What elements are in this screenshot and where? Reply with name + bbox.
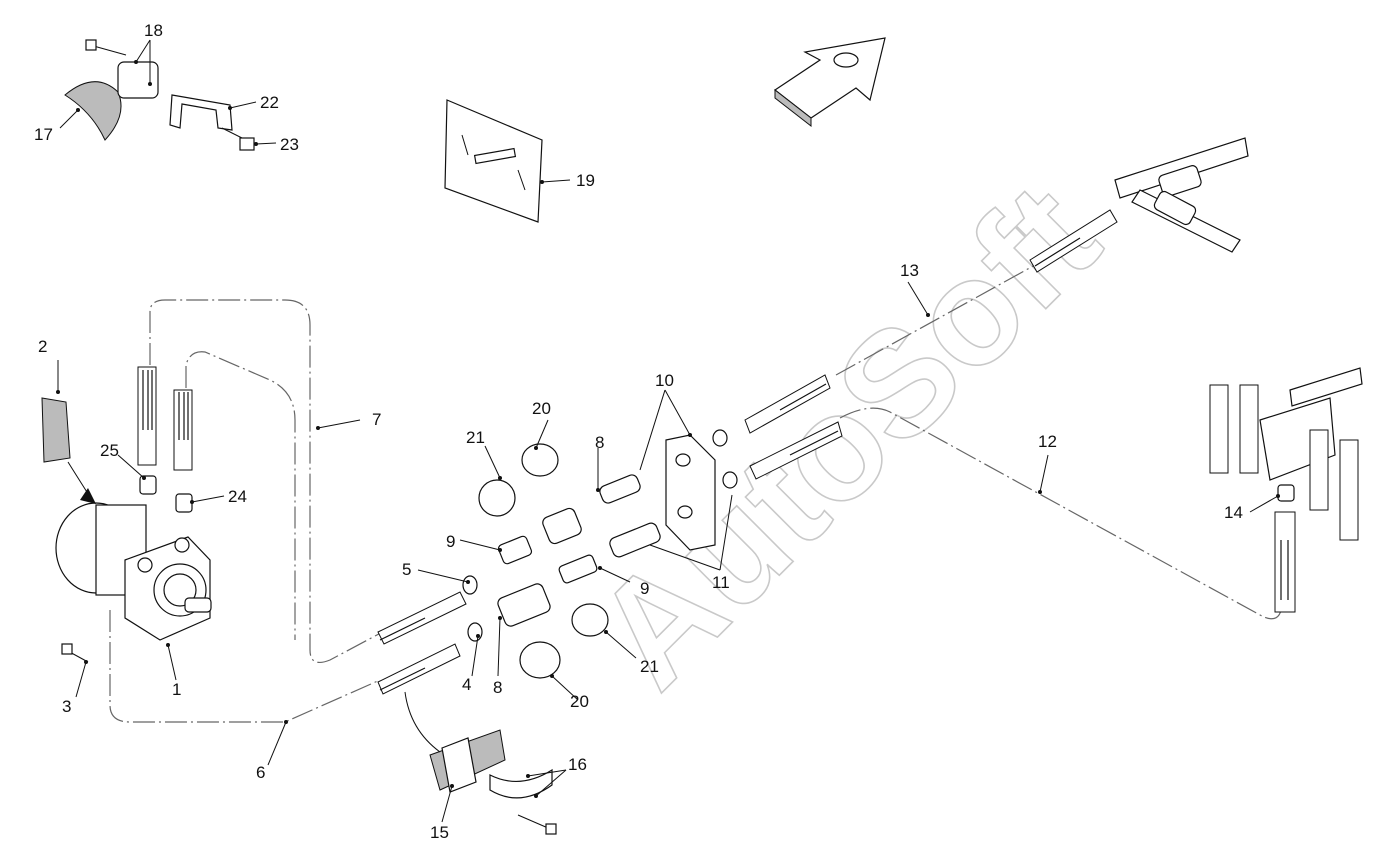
hose-13-route	[835, 264, 1036, 376]
coupler-8-upper	[542, 507, 582, 545]
callout-7: 7	[372, 410, 381, 429]
braided-hose-right-lower	[749, 421, 843, 480]
gasket-4	[467, 622, 483, 642]
hose-6-route	[109, 610, 381, 723]
adapter-14	[1277, 484, 1295, 502]
mounting-plate-19	[444, 99, 543, 223]
callout-4: 4	[462, 675, 471, 694]
callout-25: 25	[100, 441, 119, 460]
fitting-9-lower	[558, 554, 598, 584]
bolt-23	[221, 127, 255, 151]
hose-7b-route	[185, 351, 296, 640]
callout-5: 5	[402, 560, 411, 579]
coupler-8-lower	[497, 583, 551, 627]
braided-hose-13	[1029, 209, 1118, 273]
callout-9-left: 9	[446, 532, 455, 551]
callout-22: 22	[260, 93, 279, 112]
callout-17: 17	[34, 125, 53, 144]
callout-13: 13	[900, 261, 919, 280]
dust-cap-20-lower	[519, 641, 561, 679]
callout-16: 16	[568, 755, 587, 774]
adapter-24	[175, 493, 193, 513]
callout-1: 1	[172, 680, 181, 699]
braided-hose-left-upper	[377, 591, 467, 645]
callout-23: 23	[280, 135, 299, 154]
bracket-22	[169, 94, 233, 131]
callout-8-lower: 8	[493, 678, 502, 697]
callout-14: 14	[1224, 503, 1243, 522]
callout-12: 12	[1038, 432, 1057, 451]
callout-10: 10	[655, 371, 674, 390]
bulkhead-plate-10	[665, 434, 716, 551]
dust-cap-21-upper	[478, 479, 516, 517]
bolt-3	[61, 643, 89, 663]
hose-12-route	[839, 407, 1283, 620]
callout-labels: 1 2 3 4 5 6 7 8 8 9 9 10 11 12 13 14 15 …	[34, 21, 1243, 842]
callout-2: 2	[38, 337, 47, 356]
fitting-11	[599, 429, 738, 558]
decal-2	[41, 397, 96, 504]
callout-3: 3	[62, 697, 71, 716]
clamp-16	[489, 768, 557, 835]
braided-hose-left-lower	[377, 643, 461, 695]
gasket-5	[462, 575, 478, 595]
callout-9-right: 9	[640, 579, 649, 598]
dust-cap-20-upper	[521, 443, 559, 477]
clamp-assembly-17-18	[64, 39, 159, 141]
callout-15: 15	[430, 823, 449, 842]
callout-8-upper: 8	[595, 433, 604, 452]
dust-cap-21-lower	[571, 603, 609, 637]
callout-11: 11	[712, 573, 730, 592]
callout-24: 24	[228, 487, 247, 506]
tee-fitting-assembly	[1114, 137, 1249, 253]
clamp-15	[404, 691, 506, 793]
direction-arrow-icon	[773, 37, 886, 128]
fitting-9-upper	[497, 535, 533, 565]
motor-hose-fittings	[137, 366, 193, 471]
callout-20-upper: 20	[532, 399, 551, 418]
valve-block-assembly	[1209, 367, 1363, 541]
hydraulic-motor-1	[55, 502, 212, 641]
braided-hose-14	[1274, 511, 1296, 613]
callout-20-lower: 20	[570, 692, 589, 711]
callout-19: 19	[576, 171, 595, 190]
callout-21-upper: 21	[466, 428, 485, 447]
callout-6: 6	[256, 763, 265, 782]
callout-leaders	[56, 39, 1280, 823]
braided-hose-right-upper	[744, 374, 831, 434]
callout-18: 18	[144, 21, 163, 40]
adapter-25	[139, 475, 157, 495]
callout-21-lower: 21	[640, 657, 659, 676]
